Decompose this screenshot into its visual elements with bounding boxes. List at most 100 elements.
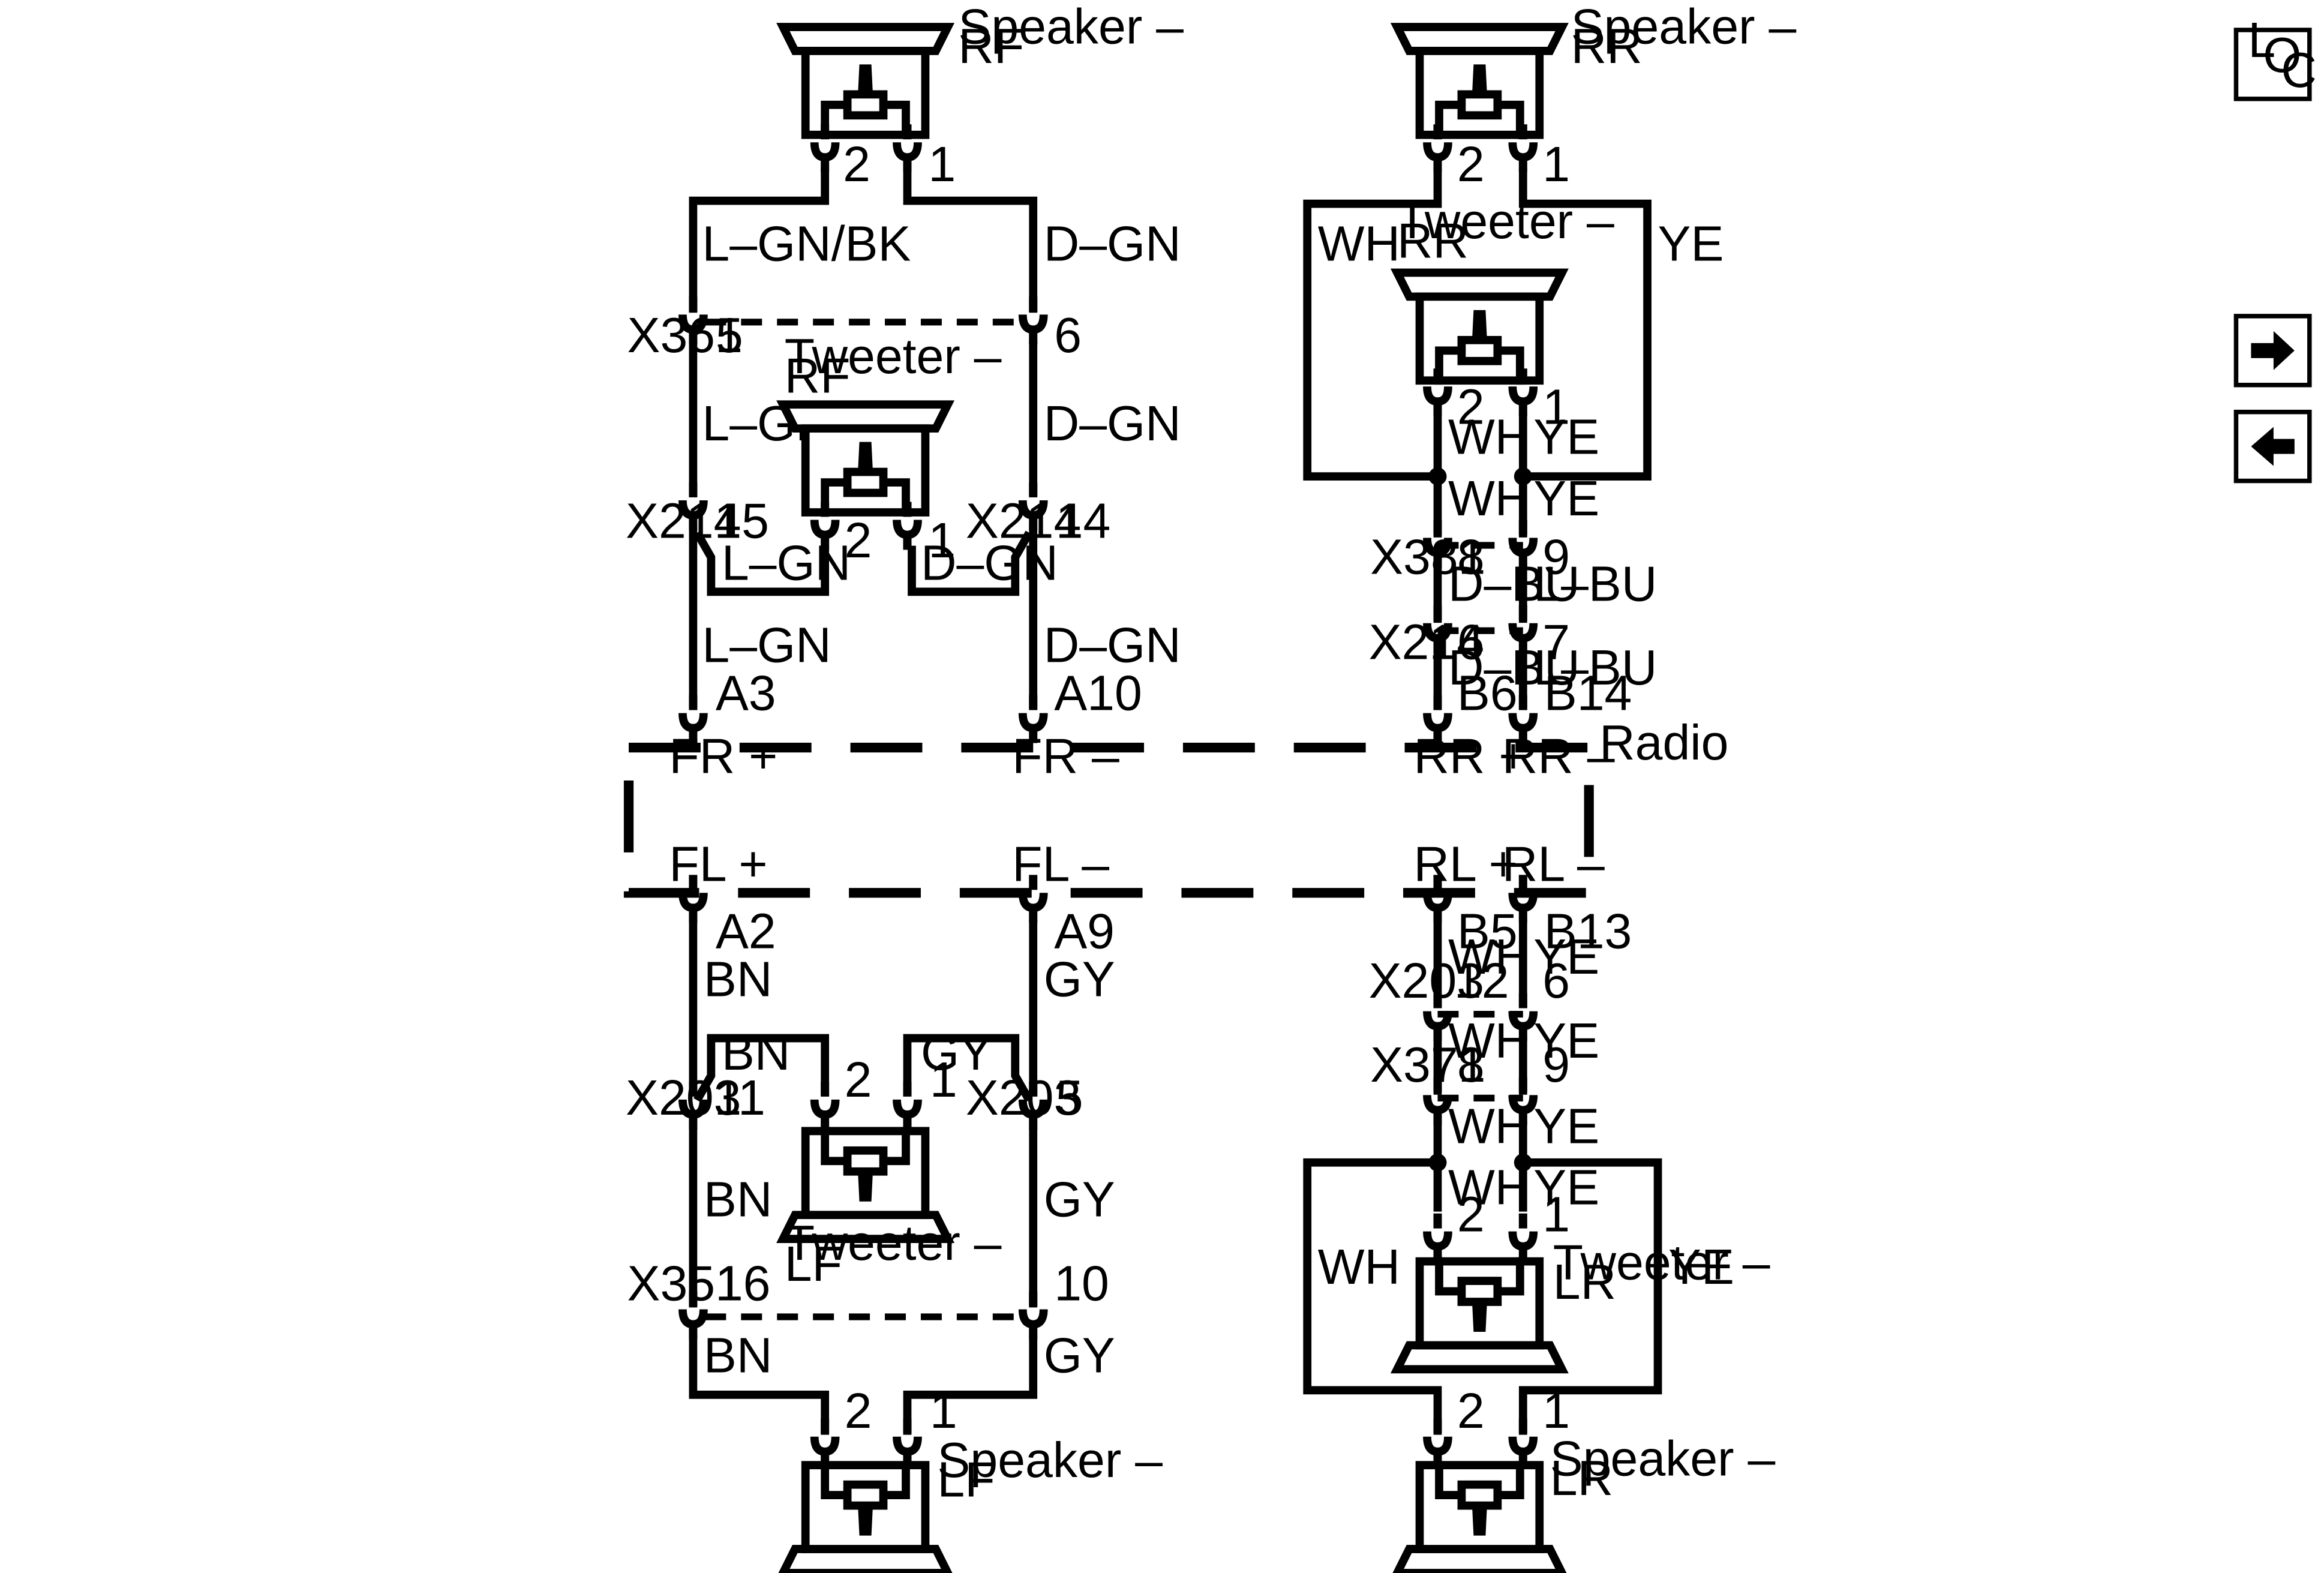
loc-button[interactable]: L O C (2233, 13, 2317, 101)
radio-pin-rl-plus: RL + (1414, 836, 1518, 891)
tweeter-lr-label-2: LR (1553, 1254, 1616, 1310)
splice-ye (1514, 467, 1532, 486)
pin-label: 1 (1542, 1187, 1570, 1242)
tweeter-lf-terminal-2 (815, 1082, 836, 1130)
pin-label: 2 (1457, 1383, 1485, 1439)
speaker-lr-terminal-1 (1512, 1419, 1533, 1467)
radio-pin-rl-minus: RL – (1502, 836, 1605, 891)
speaker-lr-terminal-2 (1427, 1419, 1448, 1467)
tweeter-lf-terminal-1 (897, 1082, 918, 1130)
wire-lf-lower (689, 1335, 1038, 1435)
wire-color-label: BN (704, 1328, 772, 1383)
previous-page-button[interactable] (2233, 409, 2312, 484)
wire-lr-loop (1303, 1158, 1662, 1435)
tweeter-rr-label-1: Tweeter – (1397, 194, 1614, 249)
speaker-lr-label-2: LR (1550, 1451, 1613, 1506)
speaker-lf: Speaker – LF (783, 1433, 1163, 1573)
pin-label: B5 (1457, 904, 1518, 959)
speaker-rf-label-1: Speaker – (958, 0, 1184, 54)
radio-pin-fr-minus: FR – (1012, 729, 1119, 784)
pin-label: 9 (1542, 1037, 1570, 1092)
pin-label: 2 (1457, 1187, 1485, 1242)
wire-color-label: L–BU (1533, 640, 1657, 695)
wire-color-label: GY (921, 1025, 992, 1080)
connector-x214-label: X214 (626, 493, 741, 548)
next-page-button[interactable] (2233, 314, 2312, 388)
wire-color-label: D–GN (921, 535, 1058, 590)
wire-color-label: WH (1448, 471, 1530, 526)
pin-label: 6 (1457, 615, 1485, 670)
wire-color-label: GY (1044, 1328, 1115, 1383)
tweeter-rr-label-2: RR (1397, 214, 1469, 269)
pin-label: 11 (714, 1070, 765, 1125)
pin-label: 1 (928, 513, 956, 568)
pin-label: 2 (1457, 137, 1485, 192)
radio-pin-fl-minus: FL – (1012, 836, 1109, 891)
wire-color-label: L–BU (1533, 556, 1657, 611)
pin-label: 1 (1542, 380, 1570, 435)
tweeter-rr: Tweeter – RR (1397, 194, 1614, 380)
wire-color-label: D–BU (1448, 640, 1580, 695)
x361-terminal-6 (1023, 296, 1044, 344)
wire-color-label: GY (1044, 952, 1115, 1007)
radio-pin-fl-plus: FL + (669, 836, 767, 891)
wire-color-label: WH (1448, 410, 1530, 465)
connector-x381-label: X381 (1370, 529, 1485, 584)
tweeter-lr-terminal-2 (1427, 1214, 1448, 1262)
wire-color-label: BN (722, 1025, 790, 1080)
wire-color-label: GY (1044, 1172, 1115, 1227)
arrow-left-icon (2251, 427, 2295, 466)
pin-label: 6 (1542, 953, 1570, 1008)
splice-wh (1428, 467, 1447, 486)
pin-label: A9 (1054, 904, 1115, 959)
wire-color-label: L–GN (702, 618, 831, 673)
pin-label: 12 (1454, 953, 1509, 1008)
wire-color-label: BN (704, 952, 772, 1007)
loc-letter-l: L (2248, 13, 2275, 68)
speaker-rr: Speaker – RR (1397, 0, 1796, 135)
pin-label: 16 (716, 1256, 771, 1311)
pin-label: 2 (845, 1052, 872, 1107)
wire-color-label: YE (1658, 217, 1724, 272)
pin-label: 5 (716, 308, 743, 363)
pin-label: 2 (843, 137, 870, 192)
pin-label: 9 (1542, 529, 1570, 584)
pin-label: A2 (716, 904, 776, 959)
tweeter-lf-label-1: Tweeter – (785, 1215, 1002, 1271)
pin-label: A10 (1054, 666, 1142, 721)
wire-color-label: YE (1533, 1098, 1599, 1154)
speaker-rf-label-2: RF (958, 19, 1024, 74)
wire-color-label: BN (704, 1172, 772, 1227)
wire-color-label: D–GN (1044, 217, 1181, 272)
x351-terminal-10 (1023, 1292, 1044, 1340)
speaker-rr-label-1: Speaker – (1571, 0, 1797, 54)
loc-letter-c: C (2281, 43, 2317, 98)
wire-color-label: D–GN (1044, 618, 1181, 673)
connector-x203-label: X203 (1369, 953, 1484, 1008)
tweeter-lf-label-2: LF (785, 1236, 842, 1292)
pin-label: 2 (845, 513, 872, 568)
speaker-rr-label-2: RR (1571, 19, 1643, 74)
speaker-rf: Speaker – RF (783, 0, 1184, 135)
wire-color-label: YE (1533, 1160, 1599, 1215)
wire-color-label: YE (1533, 1013, 1599, 1068)
speaker-lf-terminal-1 (897, 1419, 918, 1467)
pin-label: 7 (1542, 615, 1570, 670)
speaker-lf-label-2: LF (937, 1452, 995, 1508)
pin-label: B14 (1544, 666, 1632, 721)
loc-letter-o: O (2263, 28, 2301, 83)
wire-color-label: WH (1448, 1013, 1530, 1068)
pin-label: 2 (845, 1383, 872, 1439)
pin-label: 2 (1457, 380, 1485, 435)
wire-color-label: WH (1448, 1098, 1530, 1154)
radio-module: Radio FR + FR – RR + RR – FL + FL – RL +… (623, 715, 1728, 898)
tweeter-lr-terminal-1 (1512, 1214, 1533, 1262)
pin-label: 10 (1054, 1256, 1109, 1311)
pin-label: 8 (1457, 529, 1485, 584)
wire-tweeter-rf-branch (693, 530, 1033, 596)
radio-pin-fr-plus: FR + (669, 729, 777, 784)
radio-pin-rr-minus: RR – (1502, 729, 1615, 784)
wire-color-label: WH (1448, 929, 1530, 984)
wire-rf-upper (689, 168, 1038, 313)
